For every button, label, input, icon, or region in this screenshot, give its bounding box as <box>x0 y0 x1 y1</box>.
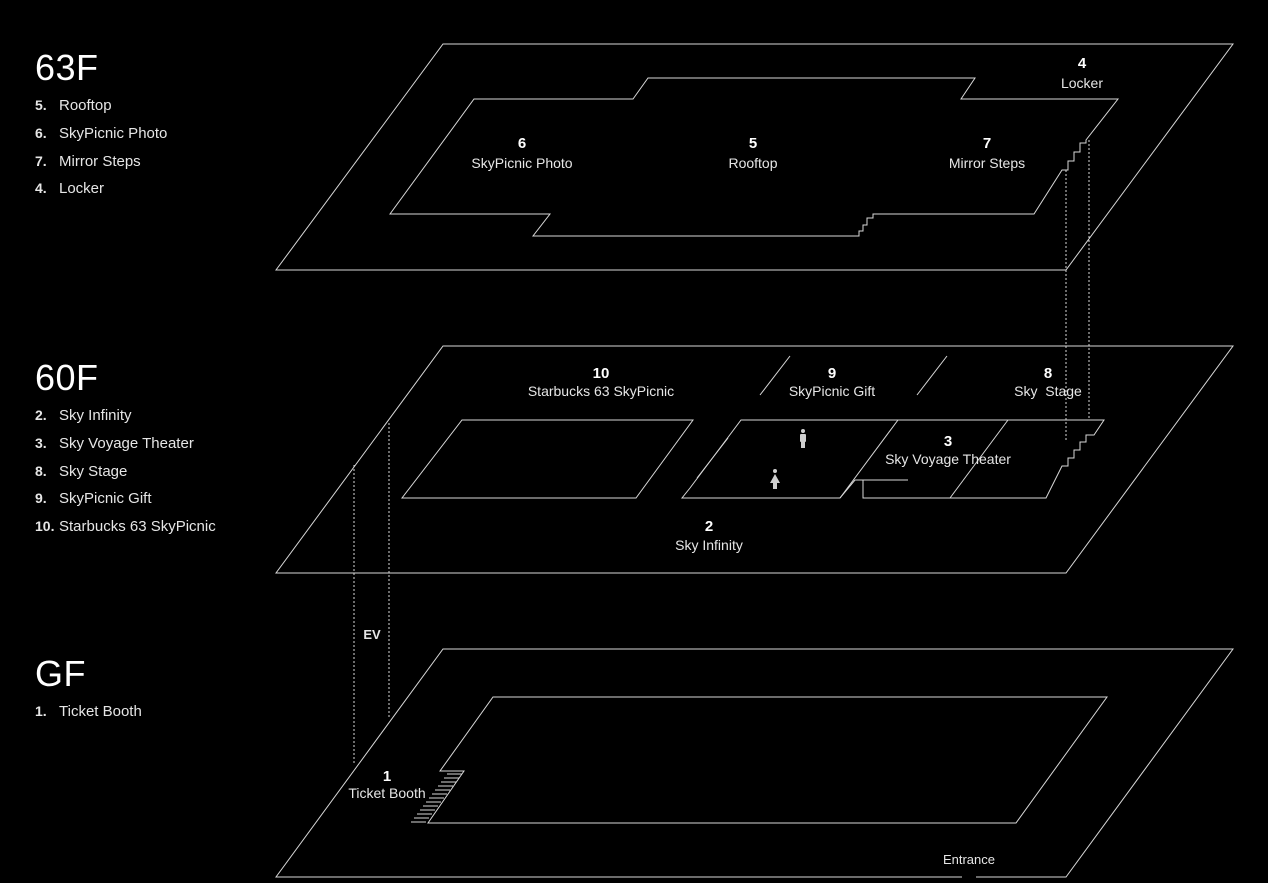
legend-item-num: 8. <box>35 462 47 479</box>
legend-item: 7. Mirror Steps <box>35 148 167 176</box>
legend-item-name: SkyPicnic Photo <box>59 124 168 142</box>
entrance-label: Entrance <box>943 852 995 867</box>
gf-inner-hall <box>427 696 1108 824</box>
female-restroom-icon <box>770 469 780 489</box>
theater-divider <box>839 419 899 499</box>
legend-63f: 63F 5. Rooftop 6. SkyPicnic Photo 7. Mirror… <box>35 48 167 203</box>
skypicnic-photo-label: SkyPicnic Photo <box>471 155 572 171</box>
sky-voyage-theater-label: Sky Voyage Theater <box>885 451 1011 467</box>
legend-item-name: Ticket Booth <box>59 703 142 720</box>
legend-item-name: Sky Voyage Theater <box>59 434 194 452</box>
legend-item-name: Sky Infinity <box>59 407 132 424</box>
legend-item: 4. Locker <box>35 175 167 203</box>
legend-gf: GF 1. Ticket Booth <box>35 654 142 726</box>
entry-line <box>696 437 729 479</box>
legend-item-num: 7. <box>35 152 47 169</box>
legend-item-num: 3. <box>35 434 47 451</box>
sky-stage-label: Sky Stage <box>1014 383 1082 399</box>
legend-item-num: 6. <box>35 124 47 141</box>
legend-item-name: Starbucks 63 SkyPicnic <box>59 518 216 536</box>
legend-item-num: 1. <box>35 703 47 719</box>
legend-item-num: 5. <box>35 97 47 113</box>
legend-item-num: 4. <box>35 180 47 197</box>
skypicnic-gift-number: 9 <box>828 365 836 382</box>
mirror-steps-label: Mirror Steps <box>949 155 1025 171</box>
legend-item: 9. SkyPicnic Gift <box>35 485 216 513</box>
floor-title-60f: 60F <box>35 357 99 398</box>
elevator-label: EV <box>363 627 381 642</box>
locker-label: Locker <box>1061 75 1103 91</box>
legend-item: 8. Sky Stage <box>35 458 216 486</box>
legend-60f: 60F 2.Sky Infinity 3.Sky Voyage Theater … <box>35 358 216 541</box>
partition-line <box>916 355 948 396</box>
legend-item: 2. Sky Infinity <box>35 402 216 430</box>
sky-voyage-theater-number: 3 <box>944 433 952 450</box>
sky-infinity-number: 2 <box>705 518 713 535</box>
legend-item: 5. Rooftop <box>35 92 167 120</box>
legend-item-name: Sky Stage <box>59 462 128 480</box>
floor-title-gf: GF <box>35 653 86 694</box>
legend-item-name: Rooftop <box>59 97 112 114</box>
floor-60f: 10 Starbucks 63 SkyPicnic 9 SkyPicnic Gi… <box>275 345 1234 765</box>
legend-item-name: SkyPicnic Gift <box>59 490 152 508</box>
ticket-booth-number: 1 <box>383 768 391 785</box>
floor-gf: 1 Ticket Booth Entrance <box>275 648 1234 878</box>
legend-item: 1. Ticket Booth <box>35 698 142 726</box>
male-restroom-icon <box>800 429 806 448</box>
theater-divider <box>949 419 1009 499</box>
legend-item: 3. Sky Voyage Theater <box>35 430 216 458</box>
sky-infinity-label: Sky Infinity <box>675 537 743 553</box>
legend-item: 10.Starbucks 63 SkyPicnic <box>35 513 216 541</box>
floor-gf-outline <box>275 648 1234 878</box>
skypicnic-photo-number: 6 <box>518 135 526 152</box>
skypicnic-gift-label: SkyPicnic Gift <box>789 383 875 399</box>
partition-line <box>759 355 791 396</box>
locker-number: 4 <box>1078 55 1087 72</box>
floor-63f: 4 Locker 6 SkyPicnic Photo 5 Rooftop 7 M… <box>275 43 1234 440</box>
starbucks-number: 10 <box>593 365 610 382</box>
legend-item-num: 9. <box>35 490 47 507</box>
mirror-steps-number: 7 <box>983 135 991 152</box>
rooftop-label: Rooftop <box>728 155 777 171</box>
floor-title-63f: 63F <box>35 47 99 88</box>
rooftop-number: 5 <box>749 135 757 152</box>
starbucks-label: Starbucks 63 SkyPicnic <box>528 383 674 399</box>
legend-item-name: Mirror Steps <box>59 152 141 170</box>
floor-63f-inner-outline <box>389 77 1120 237</box>
legend-item-num: 2. <box>35 407 47 423</box>
legend-item-name: Locker <box>59 180 105 198</box>
sky-stage-number: 8 <box>1044 365 1052 382</box>
floor-60f-outline <box>275 345 1234 574</box>
starbucks-area <box>400 419 694 499</box>
ticket-booth-stairs <box>411 773 462 823</box>
legend-item: 6. SkyPicnic Photo <box>35 120 167 148</box>
legend-item-num: 10. <box>35 518 55 535</box>
ticket-booth-label: Ticket Booth <box>348 785 425 801</box>
